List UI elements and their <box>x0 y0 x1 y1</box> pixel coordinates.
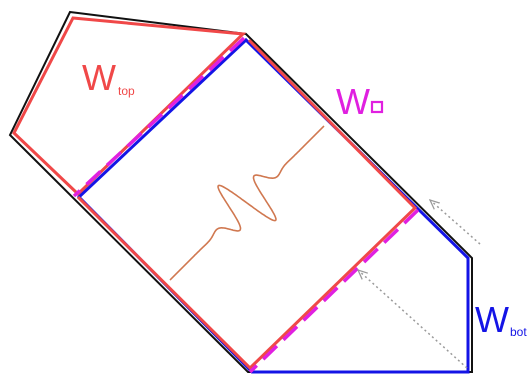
label-w-bot: Wbot <box>475 299 527 340</box>
wave-packet <box>169 125 325 281</box>
svg-text:W: W <box>336 81 370 122</box>
dashed-boundary-upper <box>72 36 246 198</box>
dashed-boundary-lower <box>248 208 420 374</box>
top-region-boundary <box>12 16 247 197</box>
square-region-boundary <box>76 38 418 371</box>
outer-outline <box>8 10 473 373</box>
bottom-region-boundary <box>76 37 470 374</box>
wave-packet-curve <box>169 125 325 281</box>
dotted-arrow-lower <box>358 270 468 369</box>
label-w-square: W <box>336 81 384 122</box>
square-symbol <box>370 100 384 114</box>
dotted-arrow-upper <box>430 200 481 245</box>
